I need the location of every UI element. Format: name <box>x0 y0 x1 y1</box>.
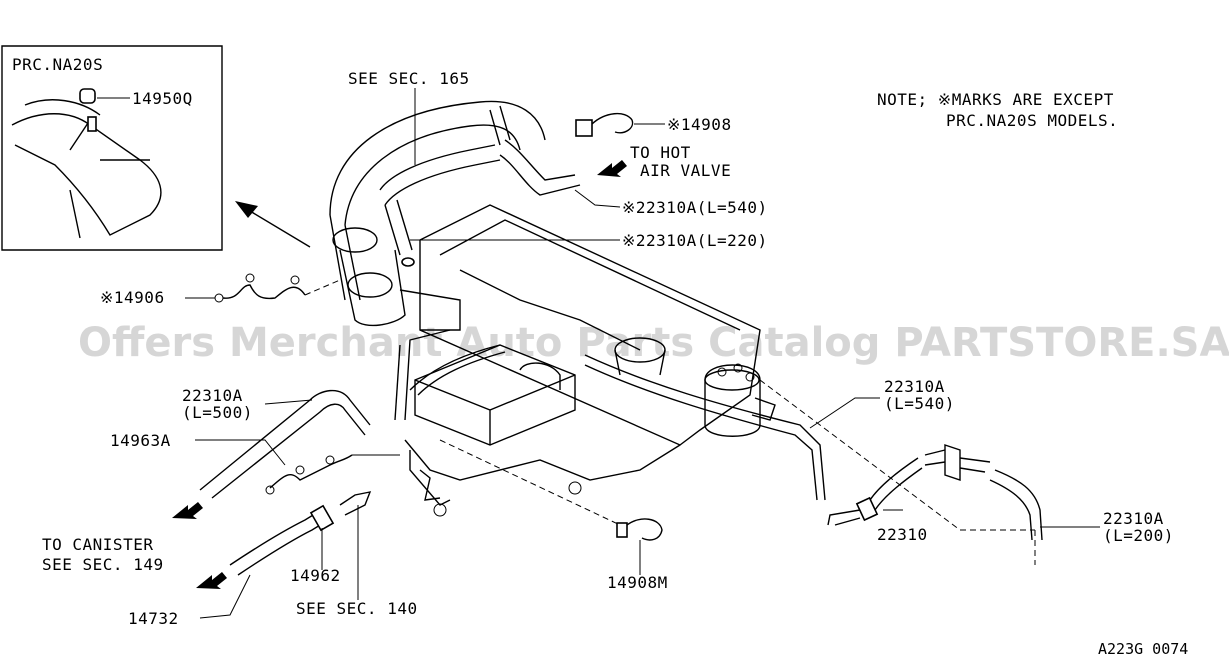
cap-14950q-part <box>79 88 96 104</box>
canister-arrow-icon <box>172 502 203 519</box>
drawing-code: A223G 0074 <box>1098 640 1188 658</box>
label-22310a-200: 22310A <box>1103 509 1164 528</box>
right-hose-group: 22310A (L=540) 22310 22310A (L=200) <box>759 377 1174 565</box>
label-14732: 14732 <box>128 609 179 628</box>
clip-14908-part <box>575 119 593 137</box>
label-see-sec-140: SEE SEC. 140 <box>296 599 418 618</box>
label-air-valve: AIR VALVE <box>640 161 731 180</box>
hose-arrow-icon <box>196 572 227 589</box>
label-22310a-500: 22310A <box>182 386 243 405</box>
label-to-hot: TO HOT <box>630 143 691 162</box>
label-to-canister: TO CANISTER <box>42 535 153 554</box>
label-14908: ※14908 <box>667 115 732 134</box>
label-22310a-540-right: 22310A <box>884 377 945 396</box>
port-nipple-part <box>87 116 97 132</box>
label-22310: 22310 <box>877 525 928 544</box>
note-line-1: NOTE; ※MARKS ARE EXCEPT <box>877 90 1114 109</box>
clip-14908m: 14908M <box>439 439 668 592</box>
inset-title: PRC.NA20S <box>12 55 103 74</box>
label-14908m: 14908M <box>607 573 668 592</box>
harness-14906: ※14906 <box>100 273 341 307</box>
note-line-2: PRC.NA20S MODELS. <box>946 111 1118 130</box>
label-22310a-540-top: ※22310A(L=540) <box>622 198 768 217</box>
label-14962: 14962 <box>290 566 341 585</box>
clamp-14962-part <box>309 504 335 532</box>
label-14906: ※14906 <box>100 288 165 307</box>
label-see-sec-165: SEE SEC. 165 <box>348 69 470 88</box>
clip-14908m-part <box>616 522 628 538</box>
label-22310a-220: ※22310A(L=220) <box>622 231 768 250</box>
label-l200: (L=200) <box>1103 526 1174 545</box>
clip-14908: ※14908 <box>575 113 732 137</box>
label-l500: (L=500) <box>182 403 253 422</box>
inset-arrow <box>235 201 311 248</box>
hose-22310a-500: 22310A (L=500) <box>182 386 371 499</box>
connector-22310-part <box>855 496 879 522</box>
arrow-head-icon <box>235 201 258 218</box>
inset-panel: PRC.NA20S 14950Q <box>1 45 223 251</box>
watermark: Offers Merchant Auto Parts Catalog PARTS… <box>78 320 1229 366</box>
hot-air-arrow-icon <box>597 160 627 177</box>
to-canister: TO CANISTER SEE SEC. 149 <box>42 502 203 574</box>
label-l540: (L=540) <box>884 394 955 413</box>
hose-14732: 14732 14962 SEE SEC. 140 <box>128 491 418 628</box>
label-14950q: 14950Q <box>132 89 193 108</box>
to-hot-air-valve: TO HOT AIR VALVE <box>597 143 731 180</box>
harness-14963a: 14963A <box>110 431 400 495</box>
label-see-sec-149: SEE SEC. 149 <box>42 555 164 574</box>
label-14963a: 14963A <box>110 431 171 450</box>
intake-assembly <box>329 100 826 517</box>
